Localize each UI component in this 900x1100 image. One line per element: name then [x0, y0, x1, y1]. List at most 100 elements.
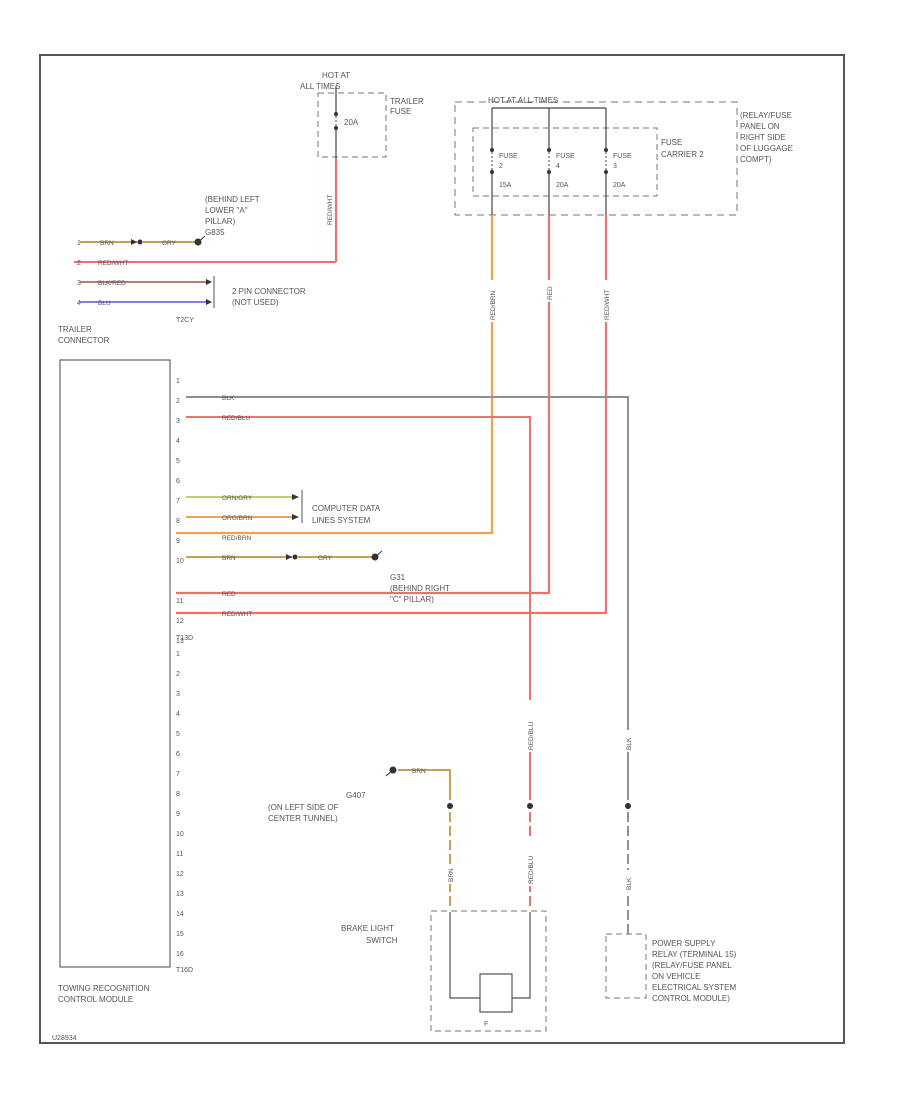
- brake-switch-id: F: [484, 1021, 488, 1028]
- brake-switch-box: [430, 910, 547, 1032]
- power-label-4: ON VEHICLE: [652, 972, 700, 981]
- fuse-4-number: 4: [556, 163, 560, 170]
- module-label-1: TOWING RECOGNITION: [58, 984, 150, 993]
- t16-pin-12: 12: [176, 871, 184, 878]
- t13-pin-12: 12: [176, 618, 184, 625]
- t16-id: T16D: [176, 967, 193, 974]
- trailer-fuse-label-1: TRAILER: [390, 97, 424, 106]
- t13-wire-8: ORG/BRN: [222, 515, 253, 522]
- ground-left-4: G835: [205, 228, 225, 237]
- brake-switch-label-1: BRAKE LIGHT: [341, 924, 394, 933]
- fuse-carrier-label-1: FUSE: [661, 138, 682, 147]
- t13-pin-6: 6: [176, 478, 180, 485]
- trailer-fuse-box: [317, 92, 387, 158]
- power-supply-relay: POWER SUPPLY RELAY (TERMINAL 15) (RELAY/…: [605, 933, 737, 1003]
- t16-pin-6: 6: [176, 751, 180, 758]
- ground-g835: (BEHIND LEFT LOWER "A" PILLAR) G835: [205, 195, 260, 237]
- t13-wire-2: BLK: [222, 395, 235, 402]
- wire-fuse4-red: [176, 215, 551, 595]
- fuse-3-rating: 20A: [613, 182, 626, 189]
- trailer-fuse-hot-1: HOT AT: [322, 71, 350, 80]
- wire-t13-3-red-blu: [186, 416, 531, 800]
- wire-label-blk-top: BLK: [626, 737, 633, 750]
- brake-switch-label-2: SWITCH: [366, 936, 398, 945]
- diagram-frame: [39, 54, 845, 1044]
- fuse-2-label: FUSE: [499, 153, 518, 160]
- t16-pin-13: 13: [176, 891, 184, 898]
- t16-pin-3: 3: [176, 691, 180, 698]
- t13-pin-1: 1: [176, 378, 180, 385]
- t2c-wire-3: BLK/RED: [98, 280, 126, 287]
- module-label-2: CONTROL MODULE: [58, 995, 133, 1004]
- t16-pin-4: 4: [176, 711, 180, 718]
- t2c-wire-1: BRN: [100, 240, 114, 247]
- t2c-wire-2: RED/WHT: [98, 260, 128, 267]
- t13-pin-2: 2: [176, 398, 180, 405]
- t13-wire-9: RED/BRN: [222, 535, 252, 542]
- t13-pin-13: 13: [176, 638, 184, 645]
- wire-label-blk-bottom: BLK: [626, 877, 633, 890]
- ground-right-1: G31: [390, 573, 406, 582]
- t13-pin-3: 3: [176, 418, 180, 425]
- power-label-1: POWER SUPPLY: [652, 939, 716, 948]
- fuse-2-rating: 15A: [499, 182, 512, 189]
- panel-label-4: OF LUGGAGE: [740, 144, 793, 153]
- fuse-carrier-box: [472, 127, 658, 197]
- fuse-3-label: FUSE: [613, 153, 632, 160]
- wire-label-rb-top: RED/BLU: [528, 722, 535, 750]
- ground-left-2: LOWER "A": [205, 206, 248, 215]
- t13-wire-11: RED: [222, 591, 236, 598]
- wire-fuse3-red-wht: [176, 215, 608, 615]
- fuse-2-number: 2: [499, 163, 503, 170]
- ground-center-1: G407: [346, 791, 366, 800]
- trailer-connector-label-1: TRAILER: [58, 325, 92, 334]
- wire-label-v1: RED/BRN: [490, 290, 497, 320]
- fuse-carrier: HOT AT ALL TIMES FUSE 2 15A FUSE 4 20A F…: [454, 96, 793, 216]
- panel-label-1: (RELAY/FUSE: [740, 111, 792, 120]
- t16-pin-9: 9: [176, 811, 180, 818]
- t16-pin-11: 11: [176, 851, 183, 858]
- wire-t13-2-blk: [186, 396, 629, 800]
- t13-wire-12: RED/WHT: [222, 611, 252, 618]
- wire-label-v2: RED: [547, 286, 554, 300]
- g407-wire: BRN: [412, 768, 426, 775]
- t16-pin-5: 5: [176, 731, 180, 738]
- t2c-id: T2CY: [176, 317, 194, 324]
- connector-t13d: 1 2 3 4 5 6 7 8 9 10 11 12 13 T13D: [176, 378, 184, 645]
- t13-pin-9: 9: [176, 538, 180, 545]
- t16-pin-7: 7: [176, 771, 180, 778]
- panel-label-5: COMPT): [740, 155, 772, 164]
- t2c-pin-4: 4: [77, 300, 81, 307]
- t13-pin-8: 8: [176, 518, 180, 525]
- ground-left-1: (BEHIND LEFT: [205, 195, 260, 204]
- fuse-4-label: FUSE: [556, 153, 575, 160]
- t16-pin-1: 1: [176, 651, 180, 658]
- t2c-pin-3: 3: [77, 280, 81, 287]
- wire-label-brn: BRN: [448, 868, 455, 882]
- fuse-carrier-hot: HOT AT ALL TIMES: [488, 96, 558, 105]
- panel-label-2: PANEL ON: [740, 122, 780, 131]
- relay-fuse-panel-box: [454, 101, 738, 216]
- t13-pin-10: 10: [176, 558, 184, 565]
- t13-wire-10: BRN: [222, 555, 236, 562]
- ground-g407: BRN BRN G407 (ON LEFT SIDE OF CENTER TUN…: [268, 766, 455, 910]
- trailer-fuse: HOT AT ALL TIMES 20A TRAILER FUSE: [300, 71, 424, 160]
- trailer-connector-label-2: CONNECTOR: [58, 336, 110, 345]
- t13-wire-7: GRN/GRY: [222, 495, 253, 502]
- t13-pin-5: 5: [176, 458, 180, 465]
- cds-label-2: LINES SYSTEM: [312, 516, 371, 525]
- t16-pin-15: 15: [176, 931, 184, 938]
- t13-wire-3: RED/BLU: [222, 415, 250, 422]
- t2c-label-1: 2 PIN CONNECTOR: [232, 287, 306, 296]
- cds-label-1: COMPUTER DATA: [312, 504, 381, 513]
- wire-label-v3: RED/WHT: [604, 290, 611, 320]
- t13-pin-4: 4: [176, 438, 180, 445]
- ground-center-2: (ON LEFT SIDE OF: [268, 803, 339, 812]
- power-label-2: RELAY (TERMINAL 15): [652, 950, 737, 959]
- t2c-wire-1b: GRY: [162, 240, 177, 247]
- power-label-3: (RELAY/FUSE PANEL: [652, 961, 732, 970]
- t2c-pin-1: 1: [77, 240, 81, 247]
- t2c-label-2: (NOT USED): [232, 298, 279, 307]
- ground-center-3: CENTER TUNNEL): [268, 814, 338, 823]
